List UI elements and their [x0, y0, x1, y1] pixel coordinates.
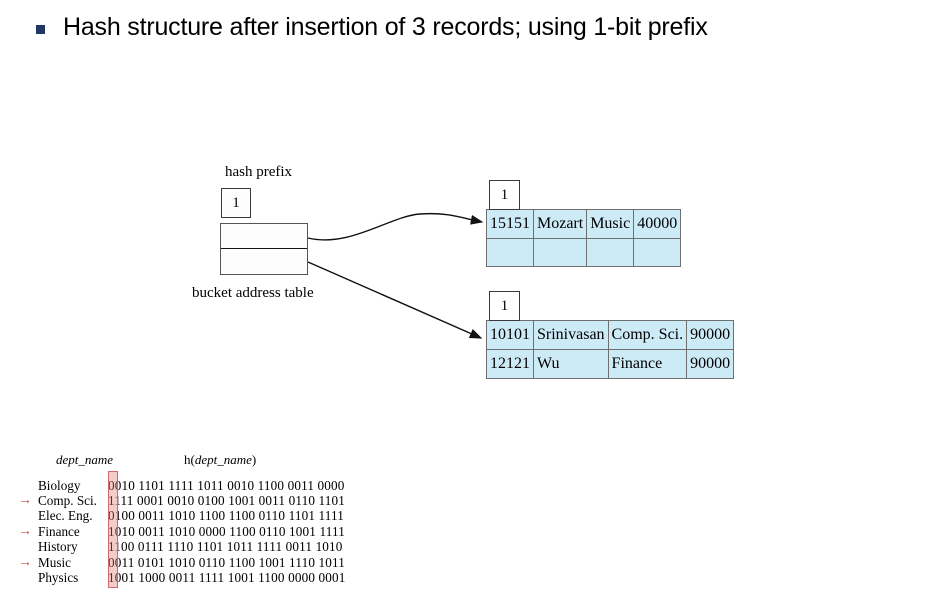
hash-fn-prefix: h( [184, 452, 195, 467]
hash-table-row: → Music 0011 0101 1010 0110 1100 1001 1110… [14, 555, 345, 570]
hash-table-row: →Physics 1001 1000 0011 1111 1001 1100 00… [14, 570, 345, 585]
hash-row-value: 0011 0101 1010 0110 1100 1001 1110 1011 [108, 554, 345, 570]
hash-row-dept-name: Finance [38, 523, 80, 539]
hash-row-dept-name: Comp. Sci. [38, 493, 97, 509]
hash-prefix-label: hash prefix [225, 164, 293, 180]
table-row[interactable]: 10101 Srinivasan Comp. Sci. 90000 [486, 320, 735, 350]
hash-row-value: 0100 0011 1010 1100 1100 0110 1101 1111 [108, 508, 345, 524]
hash-row-value: 1111 0001 0010 0100 1001 0011 0110 1101 [108, 493, 345, 509]
cell-dept: Music [586, 209, 635, 239]
first-bit-column-highlight [108, 471, 118, 588]
hash-table-row: →Biology 0010 1101 1111 1011 0010 1100 00… [14, 478, 345, 493]
bucket-address-entry-1[interactable] [221, 249, 307, 274]
bucket-address-table[interactable] [220, 223, 308, 275]
cell-dept: Finance [607, 349, 688, 379]
arrow-to-bucket-1 [307, 212, 484, 241]
cell-id: 15151 [486, 209, 534, 239]
table-row[interactable] [486, 238, 682, 267]
cell-salary: 90000 [686, 349, 735, 379]
hash-row-dept-name: Physics [38, 570, 79, 586]
cell-name: Wu [533, 349, 609, 379]
cell-dept [586, 238, 635, 267]
hash-row-dept-name: Biology [38, 477, 81, 493]
cell-id [486, 238, 534, 267]
square-bullet-icon [36, 25, 45, 34]
hash-row-dept-name: Music [38, 554, 71, 570]
page-title: Hash structure after insertion of 3 reco… [36, 12, 708, 42]
arrow-placeholder: → [14, 570, 38, 585]
bucket-2-prefix: 1 [489, 291, 520, 321]
hash-row-value: 1100 0111 1110 1101 1011 1111 0011 1010 [108, 539, 343, 555]
column-header-hash: h(dept_name) [184, 452, 256, 468]
red-arrow-icon: → [18, 493, 32, 509]
table-row[interactable]: 12121 Wu Finance 90000 [486, 349, 735, 379]
hash-table-row: →History 1100 0111 1110 1101 1011 1111 00… [14, 539, 345, 555]
bucket-1-table: 15151 Mozart Music 40000 [486, 209, 682, 267]
hash-fn-arg: dept_name [194, 452, 252, 467]
hash-row-dept-name: Elec. Eng. [38, 508, 93, 524]
arrow-placeholder: → [14, 509, 38, 524]
cell-name [532, 238, 588, 267]
column-header-dept-name: dept_name [56, 452, 114, 467]
hash-row-value: 1001 1000 0011 1111 1001 1100 0000 0001 [108, 570, 346, 586]
hash-fn-suffix: ) [251, 452, 257, 467]
red-arrow-icon: → [18, 554, 32, 570]
bucket-address-entry-0[interactable] [221, 224, 307, 249]
bucket-2-table: 10101 Srinivasan Comp. Sci. 90000 12121 … [486, 320, 735, 379]
bucket-1-prefix: 1 [489, 180, 520, 210]
cell-salary: 40000 [633, 209, 682, 239]
cell-salary [633, 238, 682, 267]
cell-name: Mozart [532, 209, 588, 239]
cell-name: Srinivasan [533, 320, 609, 350]
red-arrow-icon: → [18, 524, 32, 540]
hash-row-dept-name: History [38, 539, 78, 555]
table-row[interactable]: 15151 Mozart Music 40000 [486, 209, 682, 239]
cell-dept: Comp. Sci. [607, 320, 688, 350]
arrow-placeholder: → [14, 540, 38, 555]
hash-table-row: → Comp. Sci. 1111 0001 0010 0100 1001 0011… [14, 493, 345, 508]
cell-salary: 90000 [686, 320, 735, 350]
hash-table-row: →Elec. Eng. 0100 0011 1010 1100 1100 0110… [14, 508, 345, 524]
cell-id: 12121 [486, 349, 534, 379]
arrow-placeholder: → [14, 478, 38, 493]
arrow-to-bucket-2 [307, 261, 483, 339]
hash-row-value: 1010 0011 1010 0000 1100 0110 1001 1111 [108, 523, 345, 539]
title-text: Hash structure after insertion of 3 reco… [63, 13, 708, 41]
hash-table-header: dept_name h(dept_name) [14, 452, 345, 474]
bucket-address-table-caption: bucket address table [192, 285, 314, 301]
hash-row-value: 0010 1101 1111 1011 0010 1100 0011 0000 [108, 477, 345, 493]
bucket-address-table-prefix: 1 [221, 188, 251, 218]
hash-table-row: → Finance 1010 0011 1010 0000 1100 0110 10… [14, 524, 345, 539]
cell-id: 10101 [486, 320, 534, 350]
